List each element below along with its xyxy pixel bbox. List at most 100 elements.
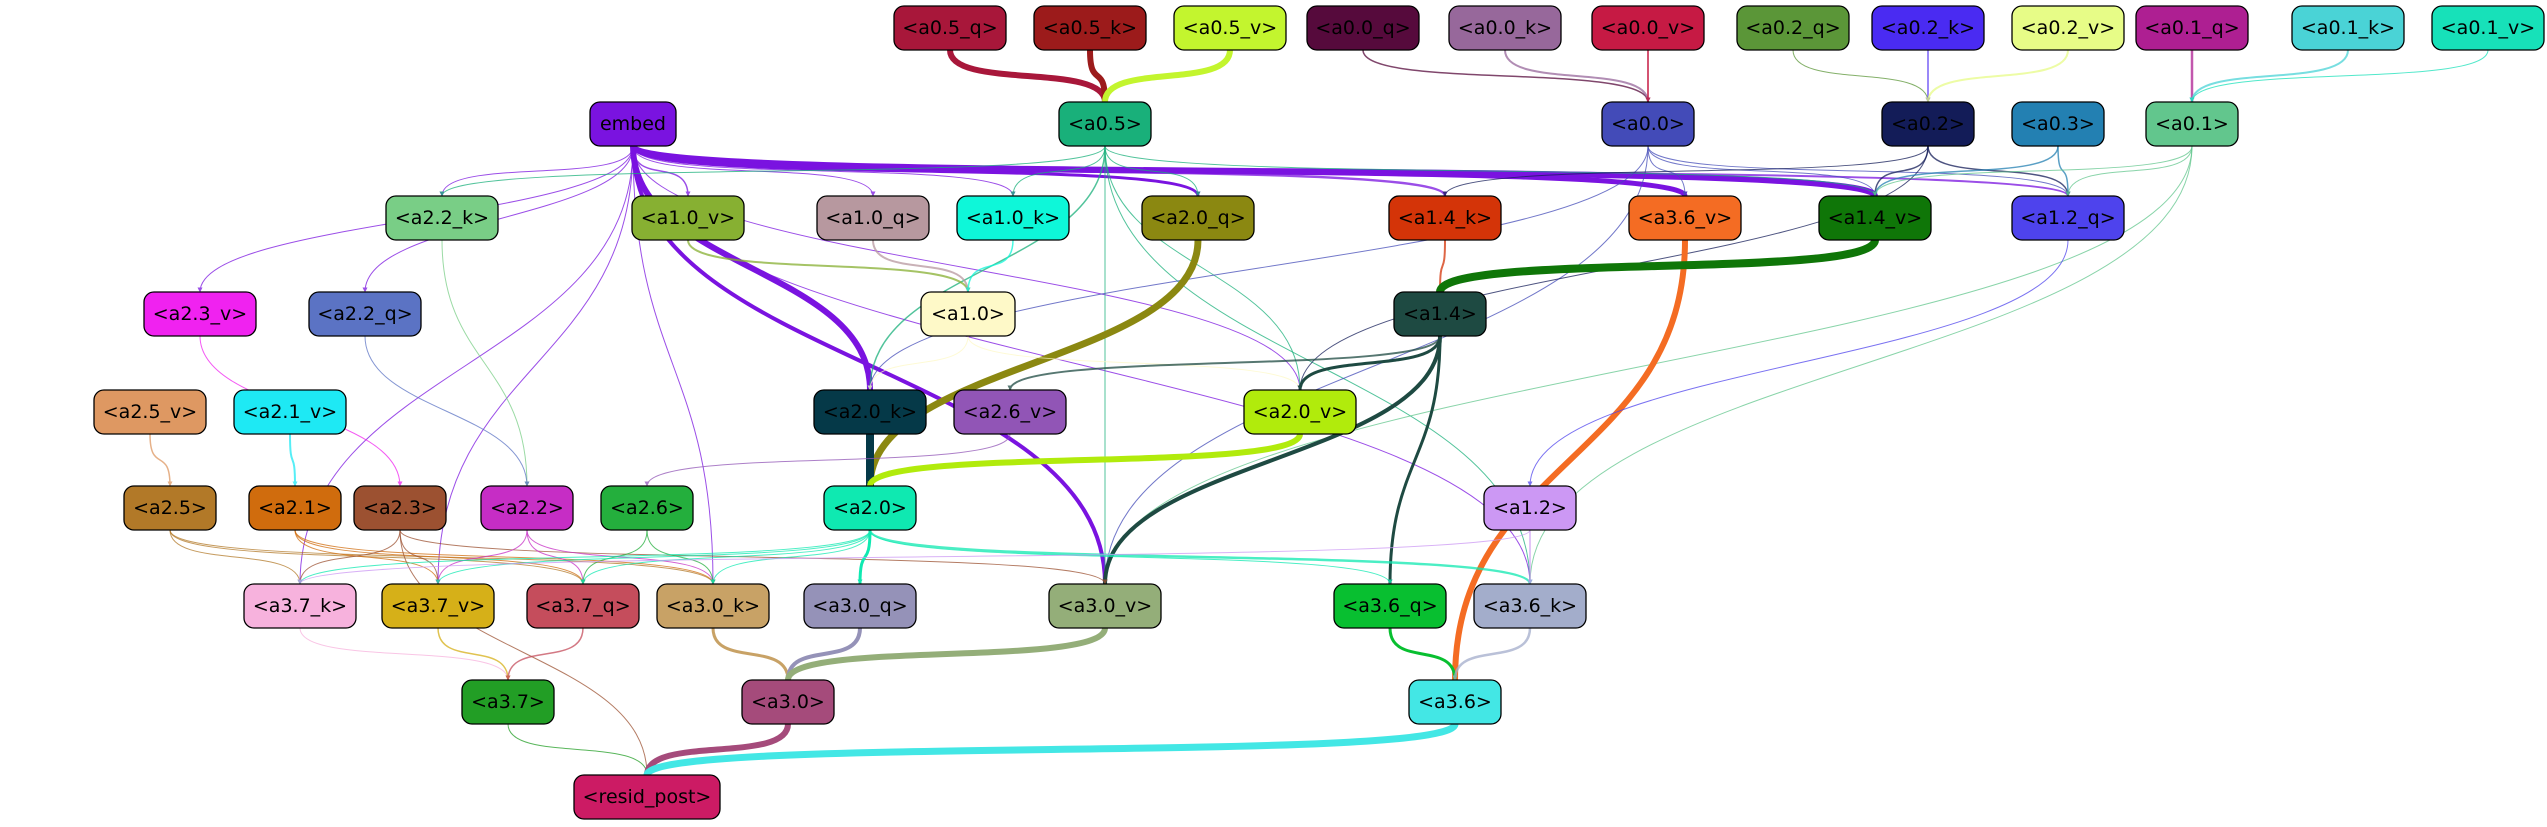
node-a0-0[interactable]: <a0.0> — [1601, 101, 1695, 147]
node-a1-4-v[interactable]: <a1.4_v> — [1818, 195, 1932, 241]
node-a0-1-v[interactable]: <a0.1_v> — [2431, 5, 2545, 51]
edge-a0_5-to-a2_0_q — [1104, 145, 1201, 197]
node-a0-2[interactable]: <a0.2> — [1881, 101, 1975, 147]
edge-a1_4_k-to-a1_4 — [1437, 239, 1446, 293]
edge-a1_4-to-a2_0_v — [1297, 335, 1442, 391]
node-a2-0[interactable]: <a2.0> — [823, 485, 917, 531]
node-a2-2[interactable]: <a2.2> — [480, 485, 574, 531]
node-a1-0-k[interactable]: <a1.0_k> — [956, 195, 1070, 241]
node-a2-1-v[interactable]: <a2.1_v> — [233, 389, 347, 435]
node-a0-0-v[interactable]: <a0.0_v> — [1591, 5, 1705, 51]
node-a0-3[interactable]: <a0.3> — [2011, 101, 2105, 147]
node-a2-0-k[interactable]: <a2.0_k> — [813, 389, 927, 435]
node-a3-0-k[interactable]: <a3.0_k> — [656, 583, 770, 629]
node-box — [2011, 5, 2125, 51]
node-label: <a0.1_v> — [2441, 17, 2535, 39]
node-a0-5-v[interactable]: <a0.5_v> — [1173, 5, 1287, 51]
edge-a2_3-to-a3_0_v — [399, 529, 1108, 585]
node-a2-2-q[interactable]: <a2.2_q> — [308, 291, 422, 337]
node-a2-0-v[interactable]: <a2.0_v> — [1243, 389, 1357, 435]
edge-a1_4-to-a2_6_v — [1007, 335, 1441, 391]
node-a3-7[interactable]: <a3.7> — [461, 679, 555, 725]
node-a0-1[interactable]: <a0.1> — [2145, 101, 2239, 147]
node-a2-0-q[interactable]: <a2.0_q> — [1141, 195, 1255, 241]
edge-a3_0-to-resid_post — [644, 723, 791, 776]
node-a3-7-v[interactable]: <a3.7_v> — [381, 583, 495, 629]
node-box — [1243, 389, 1357, 435]
node-a0-5[interactable]: <a0.5> — [1058, 101, 1152, 147]
edge-a2_6-to-a3_7_q — [580, 529, 648, 585]
node-a1-4[interactable]: <a1.4> — [1393, 291, 1487, 337]
node-box — [2135, 5, 2249, 51]
node-a3-7-q[interactable]: <a3.7_q> — [526, 583, 640, 629]
node-box — [2431, 5, 2545, 51]
node-a3-6-v[interactable]: <a3.6_v> — [1628, 195, 1742, 241]
node-a1-0-q[interactable]: <a1.0_q> — [816, 195, 930, 241]
node-a2-5-v[interactable]: <a2.5_v> — [93, 389, 207, 435]
node-a0-5-q[interactable]: <a0.5_q> — [893, 5, 1007, 51]
node-a0-1-q[interactable]: <a0.1_q> — [2135, 5, 2249, 51]
edge-a1_0_k-to-a1_0 — [965, 239, 1014, 293]
node-box — [1736, 5, 1850, 51]
node-layer: <a0.5_q> <a0.5_k> <a0.5_v> <a0.0_q> <a0.0_k>… — [93, 5, 2545, 820]
node-box — [2291, 5, 2405, 51]
node-a3-0[interactable]: <a3.0> — [741, 679, 835, 725]
node-a0-0-q[interactable]: <a0.0_q> — [1306, 5, 1420, 51]
node-a3-6-q[interactable]: <a3.6_q> — [1333, 583, 1447, 629]
node-box — [956, 195, 1070, 241]
node-a0-0-k[interactable]: <a0.0_k> — [1448, 5, 1562, 51]
edge-a1_2-to-a3_7_k — [297, 529, 1531, 585]
node-label: <a2.1> — [258, 497, 332, 519]
node-label: <a2.0_q> — [1150, 207, 1245, 229]
node-box — [243, 583, 357, 629]
node-embed[interactable]: embed — [589, 101, 677, 147]
node-label: <a0.5_k> — [1043, 17, 1137, 39]
node-a0-5-k[interactable]: <a0.5_k> — [1033, 5, 1147, 51]
edge-a1_2_q-to-a1_2 — [1527, 239, 2069, 487]
node-a1-0-v[interactable]: <a1.0_v> — [631, 195, 745, 241]
node-a1-2-q[interactable]: <a1.2_q> — [2011, 195, 2125, 241]
node-a0-2-k[interactable]: <a0.2_k> — [1871, 5, 1985, 51]
edge-a2_1-to-a3_7_v — [294, 529, 441, 585]
node-a3-0-v[interactable]: <a3.0_v> — [1048, 583, 1162, 629]
node-label: <a1.4_v> — [1828, 207, 1922, 229]
node-a2-5[interactable]: <a2.5> — [123, 485, 217, 531]
node-a3-6[interactable]: <a3.6> — [1408, 679, 1502, 725]
node-a3-6-k[interactable]: <a3.6_k> — [1473, 583, 1587, 629]
edge-a2_2-to-a3_7_v — [435, 529, 528, 585]
node-a0-2-q[interactable]: <a0.2_q> — [1736, 5, 1850, 51]
node-resid-post[interactable]: <resid_post> — [573, 774, 721, 820]
node-label: <a3.7> — [471, 691, 545, 713]
node-label: <a2.1_v> — [243, 401, 337, 423]
node-label: <a1.0_k> — [966, 207, 1060, 229]
node-a1-4-k[interactable]: <a1.4_k> — [1388, 195, 1502, 241]
node-box — [123, 485, 217, 531]
node-a2-3-v[interactable]: <a2.3_v> — [143, 291, 257, 337]
node-a0-1-k[interactable]: <a0.1_k> — [2291, 5, 2405, 51]
edge-a2_5-to-a3_7_q — [169, 529, 586, 585]
node-box — [1173, 5, 1287, 51]
node-a2-2-k[interactable]: <a2.2_k> — [385, 195, 499, 241]
node-a2-1[interactable]: <a2.1> — [248, 485, 342, 531]
edge-a0_3-to-a1_2_q — [2057, 145, 2071, 197]
node-a1-0[interactable]: <a1.0> — [920, 291, 1016, 337]
node-a1-2[interactable]: <a1.2> — [1483, 485, 1577, 531]
node-label: <a3.0> — [751, 691, 825, 713]
node-label: <a3.0_v> — [1058, 595, 1152, 617]
node-a2-6-v[interactable]: <a2.6_v> — [953, 389, 1067, 435]
node-a3-7-k[interactable]: <a3.7_k> — [243, 583, 357, 629]
edge-a0_1_k-to-a0_1 — [2189, 49, 2349, 103]
node-label: <a2.0_v> — [1253, 401, 1347, 423]
node-box — [1388, 195, 1502, 241]
node-label: <a0.3> — [2021, 113, 2095, 135]
edge-a1_4_v-to-a1_4 — [1436, 238, 1879, 294]
node-a3-0-q[interactable]: <a3.0_q> — [803, 583, 917, 629]
edge-a0_2-to-a1_4_k — [1442, 145, 1929, 197]
node-label: <a0.0_k> — [1458, 17, 1552, 39]
node-box — [631, 195, 745, 241]
node-a2-3[interactable]: <a2.3> — [353, 485, 447, 531]
edge-embed-to-a3_6_v — [630, 143, 1688, 199]
node-box — [233, 389, 347, 435]
node-a0-2-v[interactable]: <a0.2_v> — [2011, 5, 2125, 51]
node-a2-6[interactable]: <a2.6> — [600, 485, 694, 531]
